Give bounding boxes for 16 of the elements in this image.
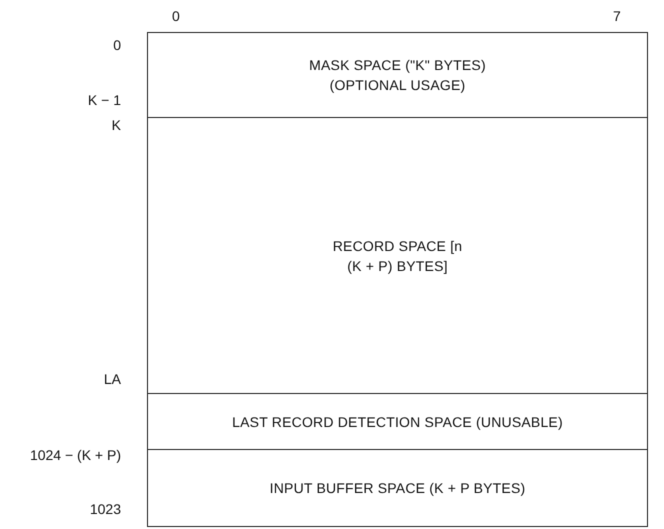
region-label: INPUT BUFFER SPACE (K + P BYTES)	[270, 479, 526, 498]
address-label: 1023	[90, 501, 121, 517]
memory-region	[147, 393, 648, 450]
memory-region	[147, 117, 648, 394]
region-label: RECORD SPACE [n (K + P) BYTES]	[332, 236, 464, 276]
address-label: LA	[104, 371, 121, 387]
address-label: K − 1	[88, 92, 121, 108]
region-label: LAST RECORD DETECTION SPACE (UNUSABLE)	[232, 412, 563, 432]
address-label: 0	[113, 37, 121, 53]
bit-number: 0	[172, 8, 180, 24]
memory-region	[147, 449, 648, 527]
memory-region	[147, 32, 648, 118]
region-label: MASK SPACE ("K" BYTES) (OPTIONAL USAGE)	[308, 56, 487, 95]
bit-number: 7	[613, 8, 621, 24]
address-label: K	[112, 117, 121, 133]
address-label: 1024 − (K + P)	[30, 447, 121, 463]
